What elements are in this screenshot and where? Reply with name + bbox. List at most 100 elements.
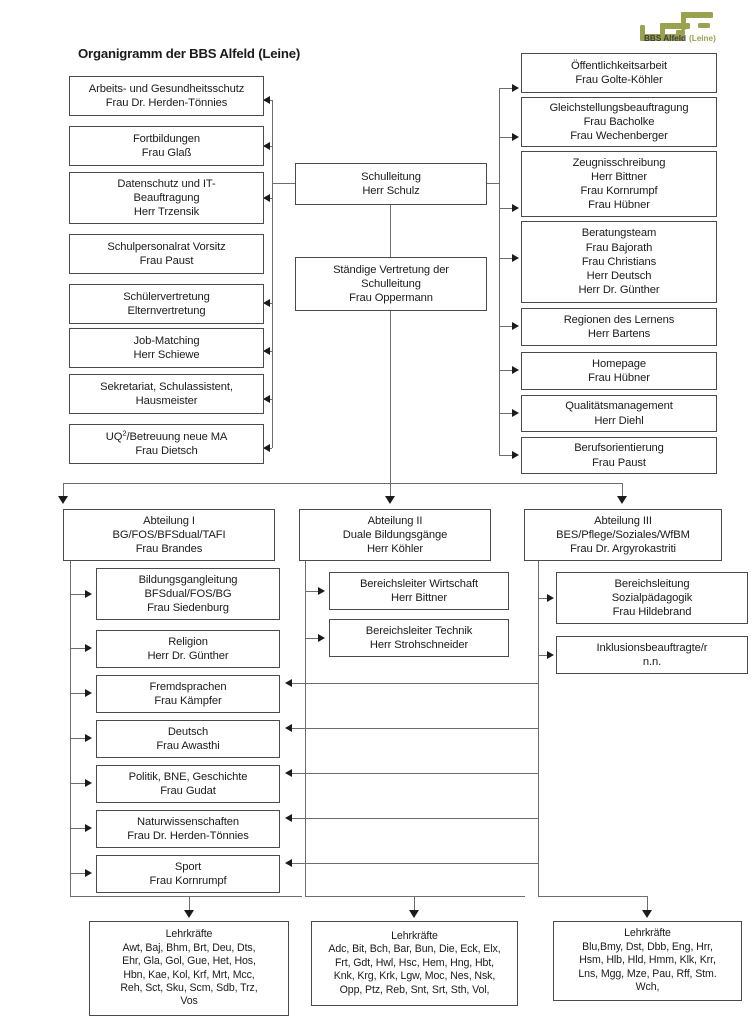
box-line: Ständige Vertretung der — [333, 263, 449, 276]
box-bereichsleiter-technik[interactable]: Bereichsleiter Technik Herr Strohschneid… — [329, 619, 509, 657]
box-line: Wch, — [635, 981, 660, 994]
arrow-right-2 — [512, 203, 519, 212]
arrow-abt2-child-0 — [318, 586, 325, 595]
box-sekretariat-schulassistent-hausmeister[interactable]: Sekretariat, Schulassistent, Hausmeister — [69, 374, 264, 414]
box-line: Frau Hübner — [588, 199, 650, 212]
box-line: Hbn, Kae, Kol, Krf, Mrt, Mcc, — [123, 968, 255, 981]
box-gleichstellungsbeauftragung[interactable]: Gleichstellungsbeauftragung Frau Bacholk… — [521, 97, 717, 147]
box-oeffentlichkeitsarbeit[interactable]: Öffentlichkeitsarbeit Frau Golte-Köhler — [521, 53, 717, 93]
box-line: Schulpersonalrat Vorsitz — [107, 240, 226, 253]
box-abteilung-iii-header[interactable]: Abteilung III BES/Pflege/Soziales/WfBM F… — [524, 509, 722, 561]
arrow-down-abt2 — [385, 496, 395, 504]
box-deutsch[interactable]: Deutsch Frau Awasthi — [96, 720, 280, 758]
box-line: Frau Dr. Herden-Tönnies — [105, 97, 228, 109]
box-line: Herr Schiewe — [133, 349, 200, 361]
box-line: Fortbildungen — [132, 132, 201, 145]
box-abteilung-i-header[interactable]: Abteilung I BG/FOS/BFSdual/TAFI Frau Bra… — [63, 509, 275, 561]
box-line: Lehrkräfte — [391, 929, 438, 942]
connector-head-left-stub — [272, 183, 296, 185]
connector-right-1 — [499, 137, 513, 139]
arrow-left-2 — [263, 193, 270, 202]
box-line: Lns, Mgg, Mze, Pau, Rff, Stm. — [578, 967, 717, 980]
box-job-matching[interactable]: Job-Matching Herr Schiewe — [69, 328, 264, 368]
connector-abt1-teachers — [189, 896, 191, 911]
box-abteilung-ii-header[interactable]: Abteilung II Duale Bildungsgänge Herr Kö… — [299, 509, 491, 561]
box-arbeits-und-gesundheitsschutz[interactable]: Arbeits- und Gesundheitsschutz Frau Dr. … — [69, 76, 264, 116]
box-regionen-des-lernens[interactable]: Regionen des Lernens Herr Bartens — [521, 308, 717, 346]
bbs-alfeld-logo: BBS Alfeld (Leine) — [626, 6, 744, 46]
box-schulpersonalrat-vorsitz[interactable]: Schulpersonalrat Vorsitz Frau Paust — [69, 234, 264, 274]
box-line: Qualitätsmanagement — [565, 400, 673, 413]
box-line: Frau Hübner — [588, 372, 650, 384]
box-homepage[interactable]: Homepage Frau Hübner — [521, 352, 717, 390]
box-line: BFSdual/FOS/BG — [144, 587, 232, 600]
box-line: Herr Bittner — [591, 170, 647, 183]
box-line: Zeugnisschreibung — [572, 156, 666, 169]
box-bereichsleiter-wirtschaft[interactable]: Bereichsleiter Wirtschaft Herr Bittner — [329, 572, 509, 610]
box-religion[interactable]: Religion Herr Dr. Günther — [96, 630, 280, 668]
box-line: BG/FOS/BFSdual/TAFI — [112, 528, 226, 541]
box-datenschutz-it-beauftragung[interactable]: Datenschutz und IT- Beauftragung Herr Tr… — [69, 172, 264, 224]
connector-right-6 — [499, 413, 513, 415]
box-line: Bereichsleiter Wirtschaft — [359, 577, 479, 590]
box-naturwissenschaften[interactable]: Naturwissenschaften Frau Dr. Herden-Tönn… — [96, 810, 280, 848]
box-line: Beauftragung — [133, 191, 200, 204]
box-qualitaetsmanagement[interactable]: Qualitätsmanagement Herr Diehl — [521, 395, 717, 432]
box-line: Arbeits- und Gesundheitsschutz — [88, 82, 245, 95]
box-line: Frau Kornrumpf — [149, 875, 227, 887]
arrow-abt2-child-1 — [318, 633, 325, 642]
rail-abteilung-i-bottom — [70, 896, 302, 898]
box-beratungsteam[interactable]: Beratungsteam Frau Bajorath Frau Christi… — [521, 221, 717, 303]
box-lehrkraefte-abteilung-iii[interactable]: Lehrkräfte Blu,Bmy, Dst, Dbb, Eng, Hrr, … — [553, 921, 742, 1001]
arrow-abt3-child-0 — [547, 593, 554, 602]
box-line: Frau Awasthi — [156, 740, 220, 752]
box-line: Sport — [174, 860, 202, 873]
box-line: Politik, BNE, Geschichte — [128, 770, 248, 783]
box-staendige-vertretung[interactable]: Ständige Vertretung der Schulleitung Fra… — [295, 257, 487, 311]
box-line: Frau Kornrumpf — [580, 185, 658, 197]
crosslink-abt3-naturwissenschaften — [289, 818, 538, 820]
rail-abteilung-i — [70, 561, 72, 897]
arrow-abt2-teachers — [409, 910, 419, 918]
box-line: Schulleitung — [361, 277, 421, 290]
box-fortbildungen[interactable]: Fortbildungen Frau Glaß — [69, 126, 264, 166]
box-berufsorientierung[interactable]: Berufsorientierung Frau Paust — [521, 437, 717, 474]
arrow-crosslink-abt2-naturwissenschaften — [285, 813, 292, 822]
rail-abteilung-iii — [538, 561, 540, 685]
box-line: Herr Diehl — [594, 414, 644, 427]
arrow-abt1-teachers — [184, 910, 194, 918]
arrow-right-7 — [512, 450, 519, 459]
arrow-crosslink-abt2-fremdsprachen — [285, 678, 292, 687]
box-line: Elternvertretung — [127, 305, 206, 317]
connector-right-3 — [499, 258, 513, 260]
box-line: Gleichstellungsbeauftragung — [549, 101, 689, 114]
box-lehrkraefte-abteilung-i[interactable]: Lehrkräfte Awt, Baj, Bhm, Brt, Deu, Dts,… — [89, 921, 289, 1016]
box-line: Abteilung III — [594, 514, 652, 527]
arrow-crosslink-abt2-deutsch — [285, 723, 292, 732]
connector-abt1-child-3 — [70, 738, 86, 740]
box-line-uq: UQ2/Betreuung neue MA — [105, 428, 228, 443]
box-fremdsprachen[interactable]: Fremdsprachen Frau Kämpfer — [96, 675, 280, 713]
logo-mark: BBS Alfeld (Leine) — [640, 12, 716, 43]
crosslink-abt3-fremdsprachen — [289, 683, 538, 685]
box-bildungsgangleitung[interactable]: Bildungsgangleitung BFSdual/FOS/BG Frau … — [96, 568, 280, 620]
box-line: Frau Kämpfer — [154, 695, 222, 707]
box-politik-bne-geschichte[interactable]: Politik, BNE, Geschichte Frau Gudat — [96, 765, 280, 803]
box-schuelervertretung-elternvertretung[interactable]: Schülervertretung Elternvertretung — [69, 284, 264, 324]
box-inklusionsbeauftragte[interactable]: Inklusionsbeauftragte/r n.n. — [556, 636, 748, 674]
box-line: Ehr, Gla, Gol, Gue, Het, Hos, — [122, 955, 256, 968]
box-zeugnisschreibung[interactable]: Zeugnisschreibung Herr Bittner Frau Korn… — [521, 151, 717, 217]
crosslink-abt3-rail-a — [538, 674, 540, 684]
box-line: Herr Köhler — [366, 543, 424, 556]
box-sport[interactable]: Sport Frau Kornrumpf — [96, 855, 280, 893]
box-line: Knk, Krg, Krk, Lgw, Moc, Nes, Nsk, — [333, 970, 496, 983]
box-schulleitung[interactable]: Schulleitung Herr Schulz — [295, 163, 487, 205]
box-uq2-betreuung-neue-ma[interactable]: UQ2/Betreuung neue MA Frau Dietsch — [69, 424, 264, 464]
box-line: Frau Dr. Herden-Tönnies — [127, 830, 249, 842]
connector-abt3-child-0 — [538, 598, 548, 600]
box-lehrkraefte-abteilung-ii[interactable]: Lehrkräfte Adc, Bit, Bch, Bar, Bun, Die,… — [311, 921, 518, 1006]
box-bereichsleitung-sozialpaedagogik[interactable]: Bereichsleitung Sozialpädagogik Frau Hil… — [556, 572, 748, 624]
box-line: Herr Deutsch — [586, 270, 652, 283]
box-line: Regionen des Lernens — [563, 313, 675, 326]
